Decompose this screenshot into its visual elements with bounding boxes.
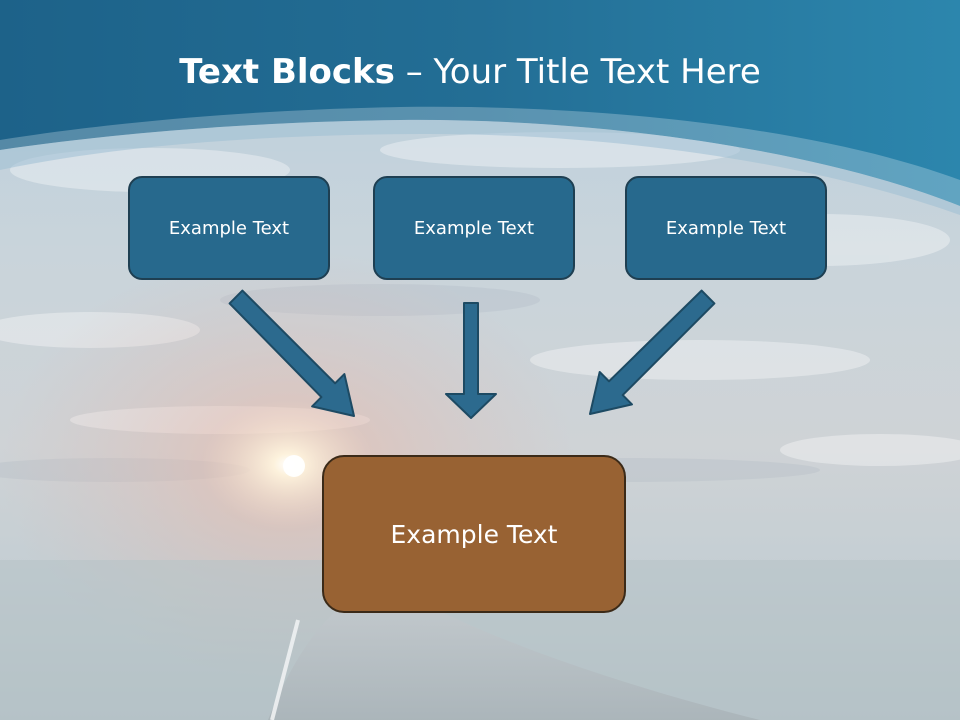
top-block-2-label: Example Text (413, 217, 535, 239)
bottom-block: Example Text (322, 455, 626, 613)
bottom-block-label: Example Text (390, 519, 558, 549)
title-bold-part: Text Blocks (179, 52, 395, 92)
top-block-1-label: Example Text (168, 217, 290, 239)
top-block-3-label: Example Text (665, 217, 787, 239)
slide-title: Text Blocks – Your Title Text Here (0, 52, 940, 92)
top-block-1: Example Text (128, 176, 330, 280)
title-dash: – (394, 52, 434, 92)
title-rest: Your Title Text Here (433, 52, 761, 92)
top-block-3: Example Text (625, 176, 827, 280)
top-block-2: Example Text (373, 176, 575, 280)
